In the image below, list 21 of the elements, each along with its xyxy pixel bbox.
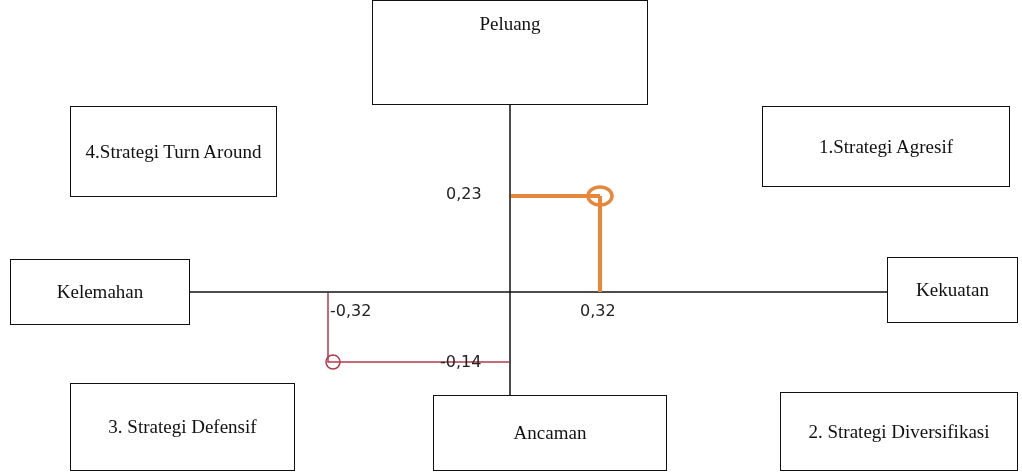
axis-value: -0,32 [330, 301, 372, 320]
label-box [70, 106, 277, 197]
box-label: 3. Strategi Defensif [108, 415, 257, 440]
axis-value: 0,23 [446, 184, 482, 203]
label-box [762, 106, 1010, 187]
box-label: Kelemahan [56, 280, 144, 305]
label-box [433, 395, 667, 471]
label-box [10, 259, 190, 325]
label-box [70, 383, 295, 471]
box-label: 1.Strategi Agresif [819, 134, 953, 159]
box-label: 2. Strategi Diversifikasi [808, 419, 990, 444]
label-box [372, 0, 648, 105]
box-label: Peluang [479, 12, 541, 36]
axis-value: 0,32 [580, 301, 616, 320]
axis-line [189, 291, 888, 293]
axis-line [509, 104, 511, 396]
box-label: Kekuatan [916, 278, 989, 303]
box-label: Ancaman [513, 421, 587, 446]
box-label: 4.Strategi Turn Around [85, 139, 262, 164]
label-box [887, 257, 1018, 323]
label-box [780, 392, 1018, 471]
